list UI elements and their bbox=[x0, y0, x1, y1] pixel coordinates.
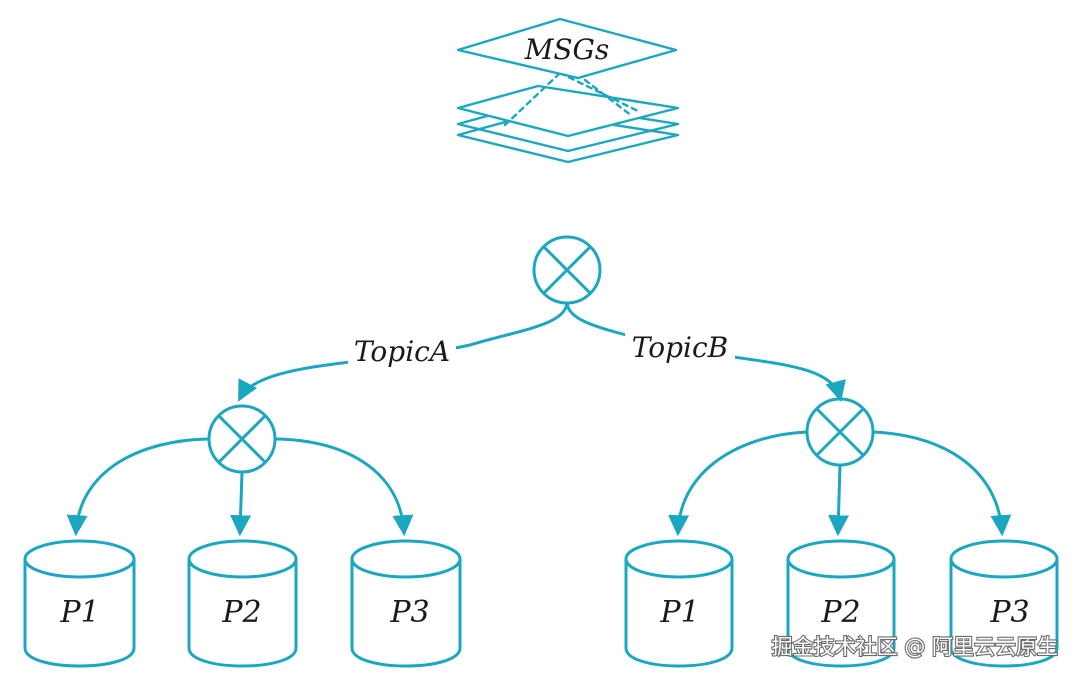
partition-label: P3 bbox=[989, 595, 1029, 630]
topic-b-partition-p1: P1 bbox=[624, 539, 734, 668]
topic-a-label: TopicA bbox=[354, 335, 450, 368]
partition-label: P1 bbox=[659, 595, 699, 630]
edge-topic-a-to-p3 bbox=[273, 437, 414, 537]
edge-topic-b-to-p1 bbox=[668, 430, 809, 537]
topic-b-label: TopicB bbox=[632, 331, 729, 364]
messages-label: MSGs bbox=[524, 33, 610, 66]
messages-stack-icon: MSGs bbox=[456, 17, 680, 164]
topic-a-partition-p2: P2 bbox=[187, 539, 298, 668]
partition-label: P3 bbox=[389, 595, 429, 630]
edge-topic-b-to-p3 bbox=[871, 430, 1012, 537]
topic-b-exchange-icon bbox=[805, 397, 875, 467]
partition-label: P2 bbox=[820, 595, 860, 630]
edge-topic-a-to-p1 bbox=[66, 437, 211, 537]
root-exchange-icon bbox=[532, 235, 602, 305]
watermark-text: 掘金技术社区 @ 阿里云云原生 bbox=[772, 635, 1058, 659]
topic-a-exchange-icon bbox=[207, 404, 277, 474]
edge-topic-a-to-p2 bbox=[230, 470, 252, 537]
topic-b-partition-p2: P2 bbox=[786, 539, 896, 668]
topic-a-partition-p3: P3 bbox=[350, 539, 462, 668]
topic-b-partition-p3: P3 bbox=[949, 539, 1059, 668]
topic-a-partition-p1: P1 bbox=[23, 539, 136, 668]
edge-topic-b-to-p2 bbox=[828, 463, 849, 537]
partition-label: P2 bbox=[221, 595, 261, 630]
partition-label: P1 bbox=[59, 595, 99, 630]
